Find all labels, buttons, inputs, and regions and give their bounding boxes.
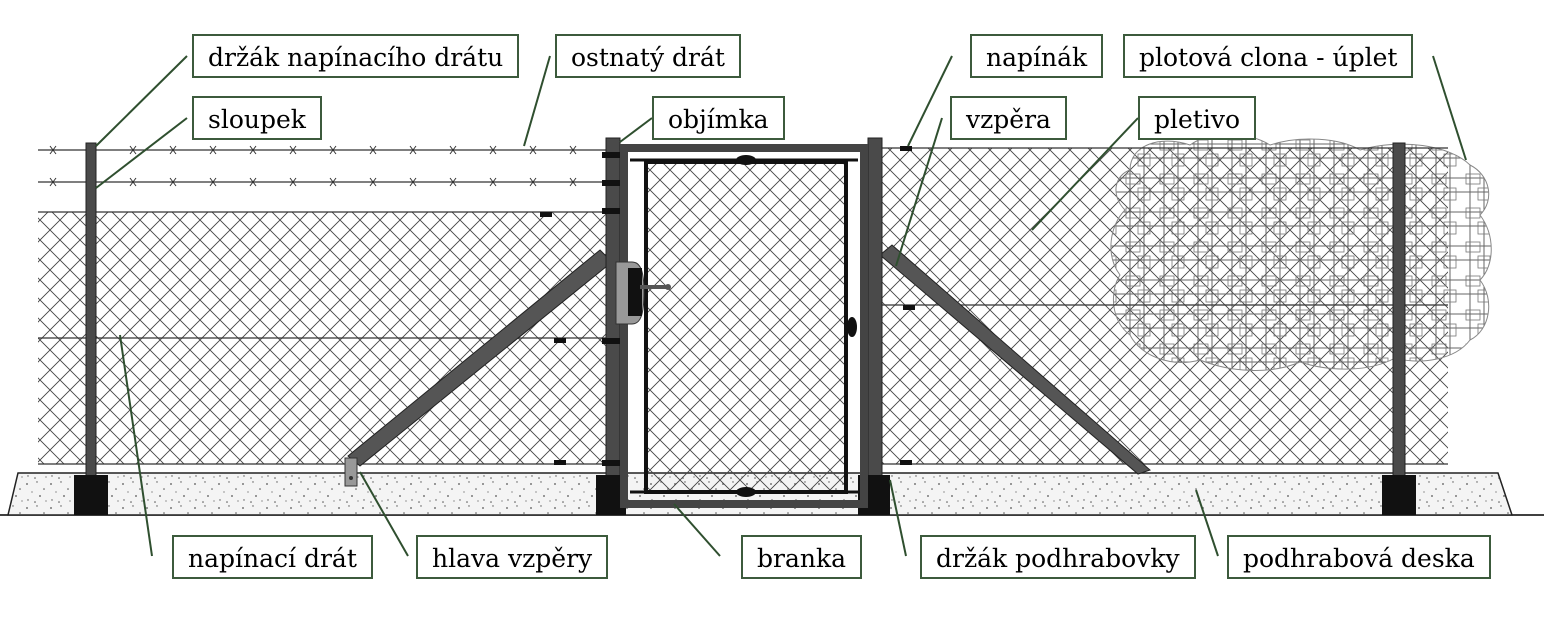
label-napinak: napínák <box>970 34 1104 78</box>
post-gate-right <box>867 137 883 516</box>
label-sloupek: sloupek <box>192 96 322 140</box>
gate <box>620 144 868 508</box>
leader-lines <box>95 55 1467 557</box>
post-gate-left <box>605 137 621 516</box>
label-hlava-vzpery: hlava vzpěry <box>416 535 609 579</box>
label-napinaci-drat: napínací drát <box>172 535 373 579</box>
label-objimka: objímka <box>652 96 785 140</box>
strut-right <box>879 244 1151 475</box>
shade-cloth-outline <box>1110 134 1492 371</box>
label-branka: branka <box>741 535 863 579</box>
label-ostnaty-drat: ostnatý drát <box>555 34 741 78</box>
barbed-wires <box>38 149 612 183</box>
label-drzak-podhrabovky: držák podhrabovky <box>920 535 1196 579</box>
strut-head <box>344 457 358 487</box>
gate-lock <box>615 261 671 325</box>
label-drzak-napinaciho-dratu: držák napínacího drátu <box>192 34 520 78</box>
barbs <box>49 145 577 187</box>
post-left <box>85 142 97 516</box>
post-right <box>1392 142 1406 516</box>
label-podhrabova-deska: podhrabová deska <box>1227 535 1491 579</box>
label-vzpera: vzpěra <box>950 96 1067 140</box>
tension-wires <box>38 147 1448 465</box>
label-plotova-clona: plotová clona - úplet <box>1123 34 1414 78</box>
collars <box>602 152 624 466</box>
label-pletivo: pletivo <box>1138 96 1257 140</box>
shade-cloth <box>1110 134 1492 371</box>
tensioners <box>540 146 915 465</box>
